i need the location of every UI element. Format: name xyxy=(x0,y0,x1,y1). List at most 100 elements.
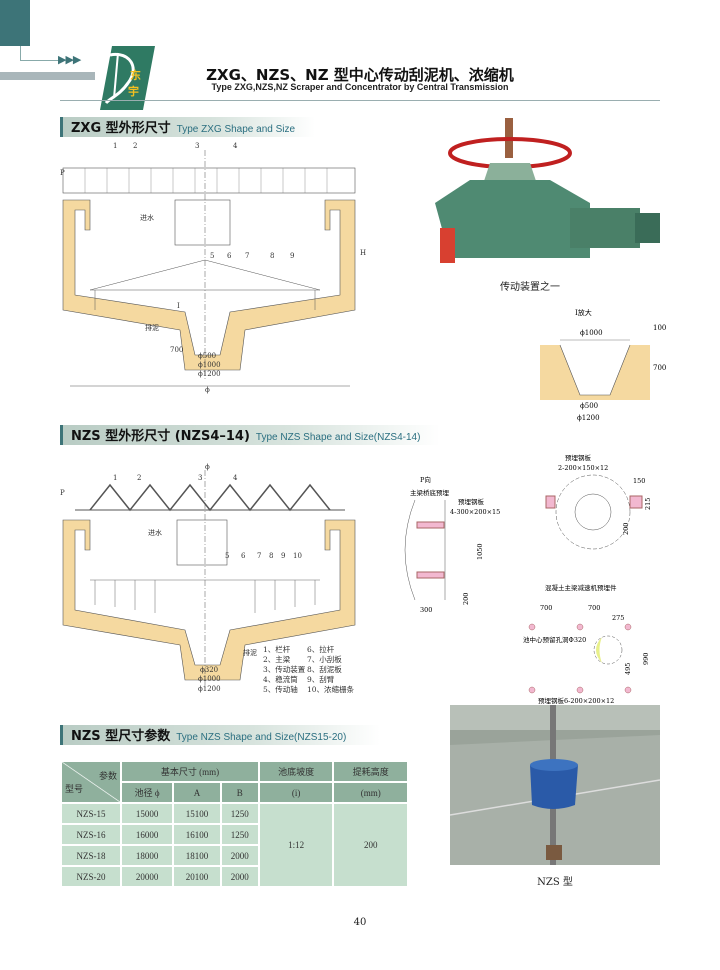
arrows-icon: ▶▶▶ xyxy=(58,53,81,66)
inlet-label: 进水 xyxy=(140,213,154,222)
decor-bar xyxy=(0,72,95,80)
lift-unit: (mm) xyxy=(334,783,407,802)
label-2: 2 xyxy=(137,474,141,482)
slope-header: 池底坡度 xyxy=(259,762,333,781)
detail-d1000: ϕ1000 xyxy=(580,329,603,337)
svg-text:东: 东 xyxy=(130,68,141,82)
section-title-en: Type NZS Shape and Size(NZS4-14) xyxy=(255,432,421,443)
svg-text:宇: 宇 xyxy=(128,84,139,98)
svg-text:1、栏杆: 1、栏杆 xyxy=(263,644,291,654)
detail-h700: 700 xyxy=(653,364,666,372)
dim-phi: ϕ xyxy=(205,386,210,394)
label-p: P xyxy=(60,489,65,497)
dim-150: 150 xyxy=(633,477,645,485)
corner-header: 参数 型号 xyxy=(62,762,120,802)
outlet-label: 排泥 xyxy=(145,323,159,332)
plate-spec: 2-200×150×12 xyxy=(558,464,608,472)
section-title-en: Type ZXG Shape and Size xyxy=(176,124,296,135)
label-i: I xyxy=(177,302,180,310)
inlet-label: 进水 xyxy=(148,528,162,537)
plate-label: 预埋钢板 xyxy=(565,453,592,462)
dim-1200: ϕ1200 xyxy=(198,370,221,378)
col-diameter: 池径 ϕ xyxy=(122,783,173,802)
label-8: 8 xyxy=(269,552,273,560)
p-view-plate-spec: 4-300×200×15 xyxy=(450,508,500,516)
p-view-subtitle: 主梁桥底预埋 xyxy=(410,488,450,497)
reducer-plate: 预埋钢板6-200×200×12 xyxy=(538,696,614,705)
dim-700a: 700 xyxy=(540,604,552,612)
dim-320: ϕ320 xyxy=(200,666,218,674)
label-2: 2 xyxy=(133,142,137,150)
p-view-drawing: P向 主梁桥底预埋 预埋钢板 4-300×200×15 1050 200 300 xyxy=(404,475,500,614)
dim-300: 300 xyxy=(420,606,432,614)
label-h: H xyxy=(360,249,366,257)
dim-200: 200 xyxy=(622,523,630,535)
guide-line xyxy=(20,46,60,61)
col-b: B xyxy=(221,783,258,802)
hole-label: 池中心预留孔洞Φ320 xyxy=(523,635,586,644)
dim-1050: 1050 xyxy=(476,543,484,560)
svg-text:8、刮泥板: 8、刮泥板 xyxy=(307,664,342,674)
slope-unit: (i) xyxy=(259,783,333,802)
label-4: 4 xyxy=(233,142,238,150)
section-title-cn: NZS 型外形尺寸 (NZS4–14) xyxy=(71,429,250,444)
nzs-photo-caption: NZS 型 xyxy=(537,877,573,888)
drive-unit-photo xyxy=(435,118,660,263)
dim-215: 215 xyxy=(644,498,652,510)
page-number: 40 xyxy=(353,917,367,928)
dim-1200: ϕ1200 xyxy=(198,685,221,693)
dim-495: 495 xyxy=(624,663,632,675)
dim-1000: ϕ1000 xyxy=(198,675,221,683)
lift-header: 提耗高度 xyxy=(334,762,407,781)
plate-top-drawing: 预埋钢板 2-200×150×12 150 215 200 xyxy=(545,453,652,550)
svg-text:7、小刮板: 7、小刮板 xyxy=(307,654,342,664)
label-6: 6 xyxy=(227,252,232,260)
svg-text:5、传动轴: 5、传动轴 xyxy=(263,684,298,694)
label-5: 5 xyxy=(210,252,214,260)
label-9: 9 xyxy=(290,252,294,260)
svg-text:2、主梁: 2、主梁 xyxy=(263,654,291,664)
lift-value: 200 xyxy=(334,804,407,886)
label-10: 10 xyxy=(293,552,302,560)
reducer-embed-drawing: 混凝土主梁减速机预埋件 700 700 275 池中心预留孔洞Φ320 990 … xyxy=(523,583,650,705)
nzs-installation-photo xyxy=(450,705,660,865)
dim-275: 275 xyxy=(612,614,624,622)
reducer-title: 混凝土主梁减速机预埋件 xyxy=(545,583,617,592)
p-view-plate: 预埋钢板 xyxy=(458,497,485,506)
detail-title: I放大 xyxy=(575,308,592,317)
section-header-nzs: NZS 型外形尺寸 (NZS4–14) Type NZS Shape and Si… xyxy=(60,425,440,445)
svg-text:10、浓缩栅条: 10、浓缩栅条 xyxy=(307,684,355,694)
label-9: 9 xyxy=(281,552,285,560)
title-divider xyxy=(60,100,660,101)
corner-block xyxy=(0,0,30,46)
dim-500: ϕ500 xyxy=(198,352,216,360)
dim-phi: ϕ xyxy=(205,463,210,471)
label-1: 1 xyxy=(113,142,117,150)
label-1: 1 xyxy=(113,474,117,482)
outlet-label: 排泥 xyxy=(243,648,257,657)
detail-d500: ϕ500 xyxy=(580,402,598,410)
page-subtitle: Type ZXG,NZS,NZ Scraper and Concentrator… xyxy=(211,82,509,92)
nzs-size-table: 参数 型号 基本尺寸 (mm) 池底坡度 提耗高度 池径 ϕ A B (i) (… xyxy=(60,760,409,888)
col-a: A xyxy=(174,783,220,802)
slope-value: 1:12 xyxy=(259,804,333,886)
dim-200: 200 xyxy=(462,593,470,605)
label-5: 5 xyxy=(225,552,229,560)
basic-dimensions-header: 基本尺寸 (mm) xyxy=(122,762,258,781)
label-3: 3 xyxy=(195,142,199,150)
svg-text:9、刮臂: 9、刮臂 xyxy=(307,674,335,684)
label-3: 3 xyxy=(198,474,202,482)
svg-text:4、稳流筒: 4、稳流筒 xyxy=(263,674,298,684)
dim-1000: ϕ1000 xyxy=(198,361,221,369)
label-7: 7 xyxy=(257,552,261,560)
page-title: ZXG、NZS、NZ 型中心传动刮泥机、浓缩机 xyxy=(206,66,514,84)
drive-photo-caption: 传动装置之一 xyxy=(500,282,560,293)
label-6: 6 xyxy=(241,552,246,560)
